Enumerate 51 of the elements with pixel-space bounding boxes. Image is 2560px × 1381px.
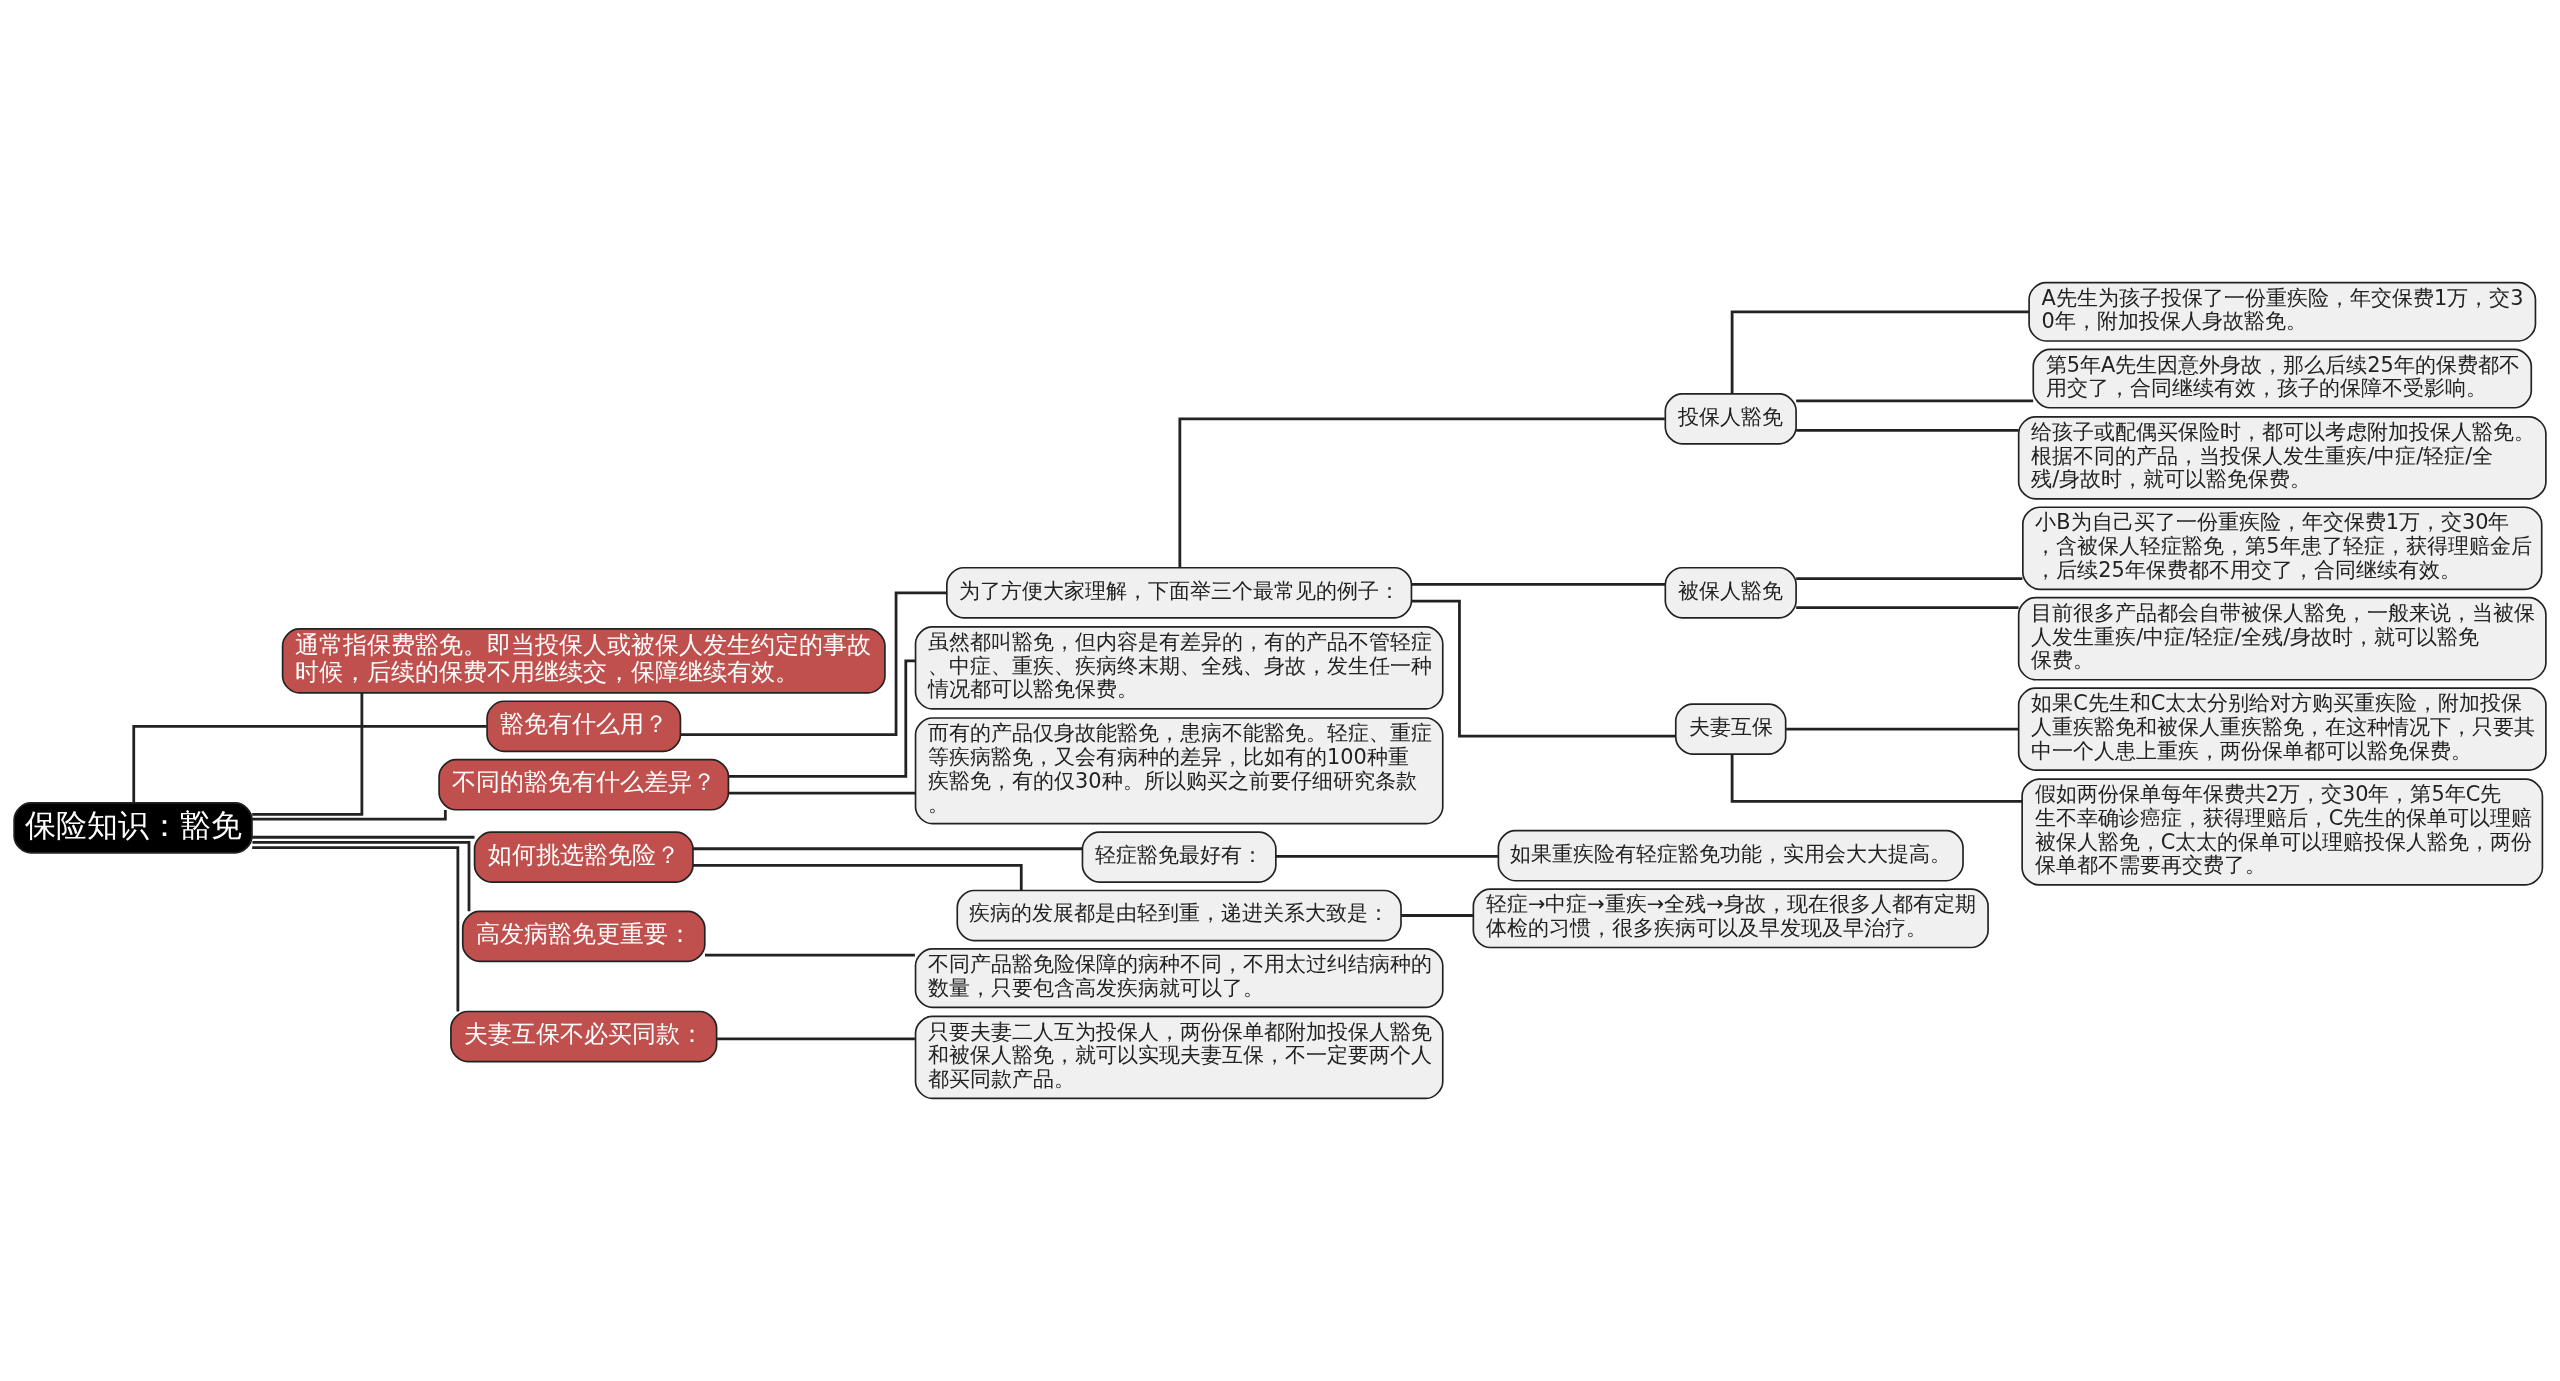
connector: [1178, 417, 1665, 568]
connector: [252, 835, 475, 839]
node-box: 虽然都叫豁免，但内容是有差异的，有的产品不管轻症、中症、重疾、疾病终末期、全残、身故，发生任一种情况都可以豁免保费。: [914, 626, 1444, 710]
connector: [1411, 599, 1676, 738]
connector: [1730, 754, 2023, 803]
connector: [1796, 399, 2034, 403]
connector: [1275, 855, 1499, 858]
node-box: 给孩子或配偶买保险时，都可以考虑附加投保人豁免。根据不同的产品，当投保人发生重疾/中症/轻症/全残/身故时，就可以豁免保费。: [2017, 415, 2547, 500]
connector: [252, 810, 447, 821]
connector: [1730, 310, 2029, 394]
node-box: 通常指保费豁免。即当投保人或被保人发生约定的事故时候，后续的保费不用继续交，保障继续有效。: [281, 628, 886, 694]
connector: [716, 1037, 915, 1041]
node-box: 不同的豁免有什么差异？: [438, 758, 730, 811]
node-box: 如何挑选豁免险？: [473, 831, 694, 883]
connector: [1401, 914, 1473, 917]
node-box: 第5年A先生因意外身故，那么后续25年的保费都不用交了，合同继续有效，孩子的保障不受影响。: [2032, 348, 2533, 409]
node-box: 假如两份保单每年保费共2万，交30年，第5年C先生不幸确诊癌症，获得理赔后，C先生的保单可以理赔被保人豁免，C太太的保单可以理赔投保人豁免，两份保单都不需要再交费了。: [2021, 778, 2544, 886]
node-box: 保险知识：豁免: [13, 802, 253, 854]
node-box: 小B为自己买了一份重疾险，年交保费1万，交30年，含被保人轻症豁免，第5年患了轻症，获得理赔金后，后续25年保费都不用交了，合同继续有效。: [2022, 506, 2543, 591]
connector: [680, 591, 947, 737]
connector: [1796, 577, 2023, 580]
connector: [252, 846, 460, 1012]
connector: [1796, 429, 2019, 432]
connector: [704, 953, 915, 957]
node-box: 被保人豁免: [1664, 566, 1797, 619]
connector: [692, 847, 1083, 851]
node-box: A先生为孩子投保了一份重疾险，年交保费1万，交30年，附加投保人身故豁免。: [2028, 281, 2537, 342]
connector: [1411, 583, 1666, 586]
node-box: 豁免有什么用？: [486, 700, 682, 753]
node-box: 如果重疾险有轻症豁免功能，实用会大大提高。: [1497, 829, 1964, 882]
connector: [1786, 727, 2019, 731]
node-box: 投保人豁免: [1664, 393, 1797, 445]
connector: [252, 693, 364, 816]
node-box: 高发病豁免更重要：: [461, 910, 706, 963]
node-box: 而有的产品仅身故能豁免，患病不能豁免。轻症、重症等疾病豁免，又会有病种的差异，比如有的100种重疾豁免，有的仅30种。所以购买之前要仔细研究条款。: [914, 717, 1444, 825]
node-box: 轻症→中症→重疾→全残→身故，现在很多人都有定期体检的习惯，很多疾病可以及早发现及早治疗。: [1472, 888, 1989, 949]
connector: [728, 659, 916, 778]
connector: [1796, 606, 2019, 610]
node-box: 夫妻互保: [1674, 703, 1787, 755]
connector: [693, 864, 1023, 890]
node-box: 疾病的发展都是由轻到重，递进关系大致是：: [956, 889, 1402, 942]
node-box: 只要夫妻二人互为投保人，两份保单都附加投保人豁免和被保人豁免，就可以实现夫妻互保，不一定要两个人都买同款产品。: [914, 1015, 1444, 1100]
node-box: 不同产品豁免险保障的病种不同，不用太过纠结病种的数量，只要包含高发疾病就可以了。: [914, 948, 1444, 1009]
node-box: 目前很多产品都会自带被保人豁免，一般来说，当被保人发生重疾/中症/轻症/全残/身故时，就可以豁免保费。: [2017, 596, 2547, 681]
node-box: 夫妻互保不必买同款：: [450, 1010, 718, 1063]
node-box: 为了方便大家理解，下面举三个最常见的例子：: [946, 566, 1413, 619]
connector: [252, 841, 471, 912]
connector: [728, 791, 916, 795]
node-box: 轻症豁免最好有：: [1081, 831, 1277, 883]
node-box: 如果C先生和C太太分别给对方购买重疾险，附加投保人重疾豁免和被保人重疾豁免，在这种情况下，只要其中一个人患上重疾，两份保单都可以豁免保费。: [2017, 687, 2547, 771]
connector: [132, 724, 487, 803]
